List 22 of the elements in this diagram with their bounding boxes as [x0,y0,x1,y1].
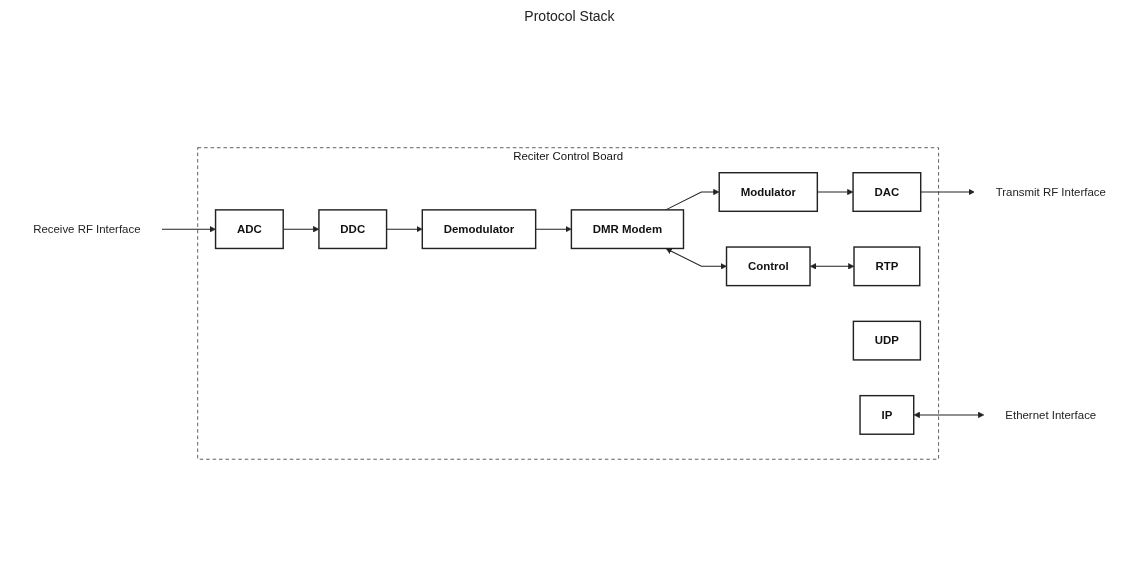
node-box: ADC [214,208,284,249]
arrow [161,225,216,232]
node-box: RTP [853,245,921,286]
arrow [913,411,985,418]
node-box: DAC [852,171,922,212]
arrow [386,225,423,232]
node-text: Receive RF Interface [33,222,141,235]
node-box: IP [859,394,915,435]
node-box: Demodulator [421,208,537,249]
note-text: Protocol Stack [524,8,615,24]
arrow [810,262,855,269]
arrow [535,225,572,232]
node-box: Control [725,245,811,286]
node-box: Modulator [718,171,819,212]
node-box: DMR Modem [570,208,685,249]
arrow [665,188,720,210]
node-box: UDP [852,320,922,361]
node-box: DDC [318,208,388,249]
node-text: Ethernet Interface [1005,408,1097,421]
arrow [920,188,975,195]
node-text: Transmit RF Interface [995,185,1106,198]
arrow [665,247,727,269]
